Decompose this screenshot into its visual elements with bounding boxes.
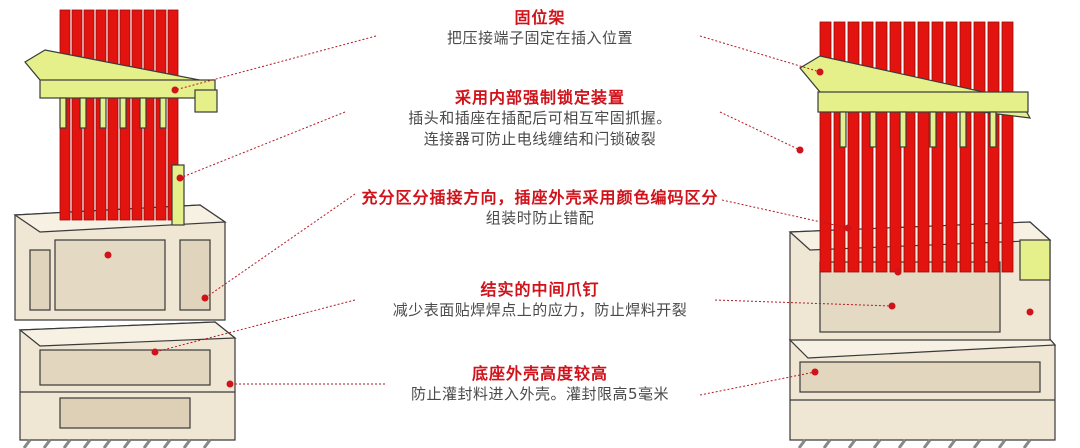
callout-dot — [844, 224, 852, 232]
callout-dot — [816, 68, 824, 76]
callout-title: 充分区分插接方向，插座外壳采用颜色编码区分 — [361, 188, 719, 207]
right-base-housing — [788, 327, 1057, 441]
callout-dot — [1026, 308, 1034, 316]
callout-dot — [796, 146, 804, 154]
callout-lock: 采用内部强制锁定装置 插头和插座在插配后可相互牢固抓握。 连接器可防止电线缠结和… — [300, 88, 780, 150]
right-pins — [797, 439, 1032, 448]
callout-dot — [888, 302, 896, 310]
callout-desc: 插头和插座在插配后可相互牢固抓握。 — [408, 109, 672, 127]
left-base-housing — [18, 321, 237, 441]
leader-lines — [154, 35, 893, 396]
callout-dot — [176, 174, 184, 182]
callout-dot — [171, 86, 179, 94]
callout-dot — [226, 380, 234, 388]
callout-dot — [151, 348, 159, 356]
callout-desc: 连接器可防止电线缠结和闩锁破裂 — [423, 130, 657, 148]
left-plug-housing — [13, 204, 227, 321]
callout-base-height: 底座外壳高度较高 防止灌封料进入外壳。灌封限高5毫米 — [300, 364, 780, 405]
right-retainer — [799, 55, 1051, 281]
left-connector — [13, 9, 237, 448]
callout-title: 结实的中间爪钉 — [480, 280, 600, 299]
callout-title: 底座外壳高度较高 — [471, 364, 608, 383]
callout-dot — [104, 251, 112, 259]
callout-retainer: 固位架 把压接端子固定在插入位置 — [300, 8, 780, 49]
callout-dots — [104, 68, 1034, 388]
callout-desc: 防止灌封料进入外壳。灌封限高5毫米 — [410, 385, 670, 403]
callout-hold-down: 结实的中间爪钉 减少表面贴焊焊点上的应力，防止焊料开裂 — [300, 280, 780, 321]
callout-desc: 减少表面贴焊焊点上的应力，防止焊料开裂 — [392, 301, 688, 319]
right-connector — [788, 21, 1057, 448]
callout-dot — [811, 368, 819, 376]
callout-desc: 把压接端子固定在插入位置 — [446, 29, 633, 47]
callout-title: 采用内部强制锁定装置 — [454, 88, 625, 107]
left-pins — [22, 439, 212, 448]
callout-dot — [201, 294, 209, 302]
callout-orientation: 充分区分插接方向，插座外壳采用颜色编码区分 组装时防止错配 — [300, 188, 780, 229]
callout-desc: 组装时防止错配 — [485, 209, 595, 227]
callout-title: 固位架 — [514, 8, 566, 27]
callout-dot — [894, 268, 902, 276]
right-wires — [819, 21, 1014, 273]
